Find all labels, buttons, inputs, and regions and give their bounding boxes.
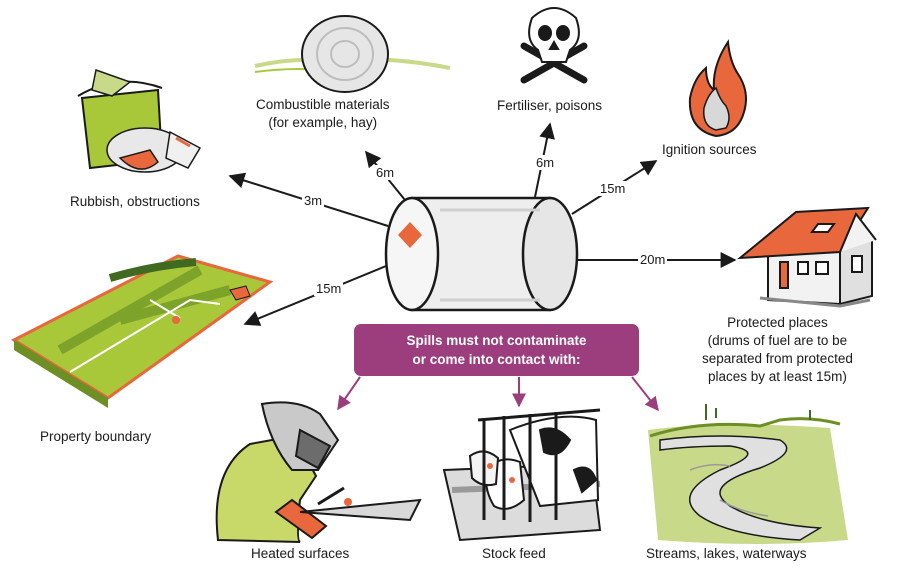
- spills-banner-line2: or come into contact with:: [412, 352, 581, 367]
- distance-label-rubbish: 3m: [302, 193, 325, 208]
- contact-arrows: [337, 376, 659, 412]
- label-combustible-line1: Combustible materials: [256, 97, 390, 112]
- label-ignition: Ignition sources: [662, 142, 757, 157]
- hazard-diamond-icon: [398, 222, 422, 248]
- label-stock: Stock feed: [482, 546, 546, 561]
- label-heated: Heated surfaces: [251, 546, 350, 561]
- distance-label-fertiliser: 6m: [534, 155, 557, 170]
- arrow-streams: [631, 376, 659, 412]
- label-combustible-line2: (for example, hay): [268, 115, 378, 130]
- label-protected-line4: places by at least 15m): [708, 369, 847, 384]
- label-protected-line1: Protected places: [727, 315, 828, 330]
- label-streams: Streams, lakes, waterways: [646, 546, 807, 561]
- label-property: Property boundary: [40, 429, 152, 444]
- house-icon: [736, 206, 877, 308]
- rubbish-bin-icon: [77, 69, 202, 173]
- label-protected: Protected places (drums of fuel are to b…: [702, 314, 853, 386]
- hay-bale-icon: [254, 15, 451, 93]
- label-protected-line3: separated from protected: [702, 351, 853, 366]
- property-map-icon: [10, 254, 274, 408]
- spills-banner: Spills must not contaminate or come into…: [354, 324, 639, 376]
- distance-label-protected: 20m: [638, 252, 668, 267]
- spills-banner-line1: Spills must not contaminate: [406, 333, 587, 348]
- label-combustible: Combustible materials (for example, hay): [256, 96, 390, 132]
- label-protected-line2: (drums of fuel are to be: [707, 333, 848, 348]
- fuel-drum-icon: [384, 196, 579, 312]
- arrow-heated: [337, 376, 361, 411]
- distance-label-property: 15m: [314, 281, 344, 296]
- welder-icon: [215, 401, 422, 543]
- distance-label-ignition: 15m: [598, 181, 628, 196]
- flame-icon: [688, 39, 747, 138]
- stream-landscape-icon: [648, 404, 848, 544]
- cows-feeding-icon: [442, 408, 602, 542]
- label-fertiliser: Fertiliser, poisons: [497, 98, 603, 113]
- skull-crossbones-icon: [520, 7, 588, 84]
- distance-label-combustible: 6m: [374, 165, 397, 180]
- label-rubbish: Rubbish, obstructions: [70, 194, 200, 209]
